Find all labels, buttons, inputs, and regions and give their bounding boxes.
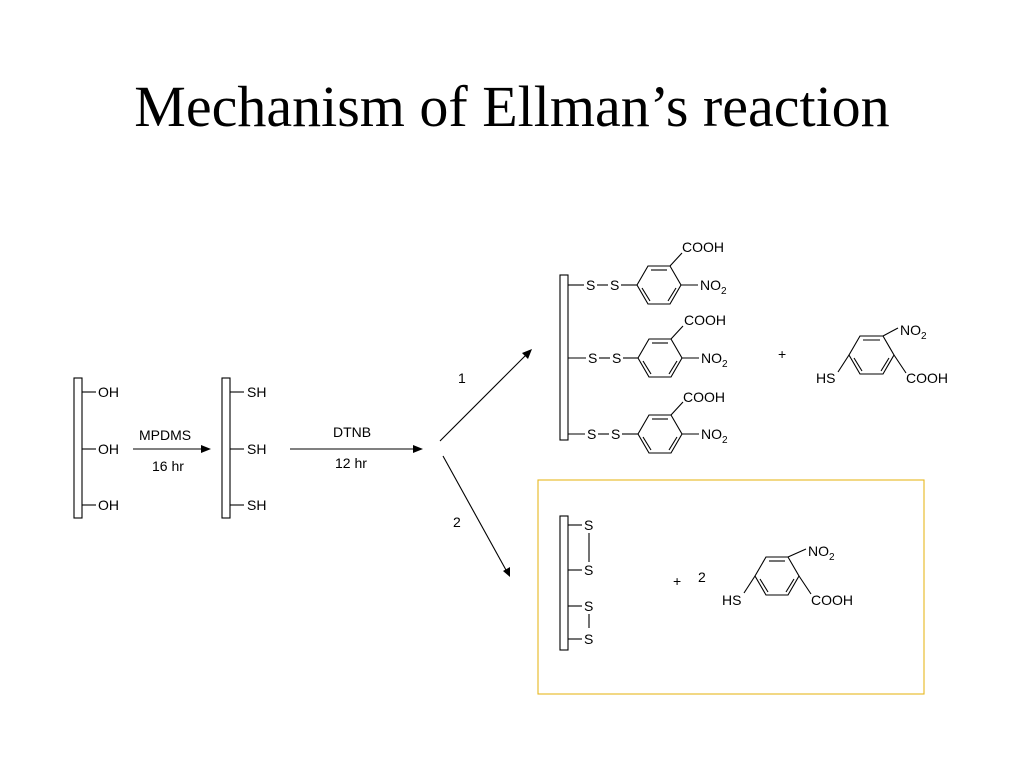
aromatic-bond — [641, 287, 651, 302]
sulfur-label: S — [584, 631, 593, 647]
pathway1-label: 1 — [458, 370, 466, 386]
disulfide-unit: S S COOH NO2 — [568, 239, 727, 305]
pathway2-product: S S S S — [559, 515, 593, 651]
sulfur-label: S — [588, 350, 597, 366]
hydroxyl-label: OH — [98, 384, 119, 400]
carboxyl-label: COOH — [683, 389, 725, 405]
disulfide-unit: S S COOH NO2 — [568, 389, 728, 454]
carboxyl-label: COOH — [811, 592, 853, 608]
step2-arrow: DTNB 12 hr — [290, 424, 423, 471]
sulfur-label: S — [612, 350, 621, 366]
pathway1-byproduct: NO2 HS COOH — [816, 322, 948, 386]
thiol-label: SH — [247, 441, 266, 457]
support-oh: OH OH OH — [73, 377, 119, 519]
arrowhead — [522, 349, 532, 359]
aromatic-bond — [785, 578, 795, 593]
benzene-ring — [636, 265, 682, 305]
hydroxyl-label: OH — [98, 497, 119, 513]
step2-time: 12 hr — [335, 455, 367, 471]
aromatic-bond — [880, 357, 890, 372]
benzene-ring — [637, 338, 683, 378]
slide-title: Mechanism of Ellman’s reaction — [134, 74, 890, 139]
aromatic-bond — [668, 436, 678, 451]
carboxyl-label: COOH — [684, 312, 726, 328]
nitro-label: NO2 — [700, 277, 727, 297]
sulfur-label: S — [610, 277, 619, 293]
pathway2-plus: + — [673, 573, 681, 589]
branch-arrow-2: 2 — [442, 455, 510, 577]
benzene-ring — [848, 335, 895, 375]
arrowhead — [413, 445, 423, 453]
step1-reagent: MPDMS — [139, 427, 191, 443]
carboxyl-label: COOH — [682, 239, 724, 255]
branch-arrow-1: 1 — [439, 349, 532, 442]
step1-arrow: MPDMS 16 hr — [133, 427, 211, 474]
sulfur-label: S — [584, 598, 593, 614]
step2-reagent: DTNB — [333, 424, 371, 440]
carboxyl-label: COOH — [906, 370, 948, 386]
thiol-label: SH — [247, 384, 266, 400]
nitro-label: NO2 — [900, 322, 927, 342]
sulfur-label: S — [586, 277, 595, 293]
aromatic-bond — [642, 360, 652, 375]
sulfur-label: S — [584, 562, 593, 578]
thiol-label: HS — [722, 592, 741, 608]
benzene-ring — [637, 414, 683, 454]
thiol-label: HS — [816, 370, 835, 386]
pathway2-highlight-box — [537, 479, 925, 695]
pathway1-product: S S COOH NO2 S S COOH N — [559, 239, 728, 454]
nitro-label: NO2 — [701, 350, 728, 370]
thiol-label: SH — [247, 497, 266, 513]
support-sh: SH SH SH — [221, 377, 266, 519]
arrowhead — [201, 445, 211, 453]
pathway1-plus: + — [778, 346, 786, 362]
aromatic-bond — [759, 578, 769, 593]
arrowhead — [503, 567, 510, 577]
hydroxyl-label: OH — [98, 441, 119, 457]
sulfur-label: S — [587, 426, 596, 442]
nitro-label: NO2 — [808, 543, 835, 563]
aromatic-bond — [642, 436, 652, 451]
sulfur-label: S — [611, 426, 620, 442]
pathway2-byproduct: NO2 HS COOH — [722, 543, 853, 608]
support-bar — [559, 515, 569, 651]
aromatic-bond — [853, 357, 863, 372]
benzene-ring — [754, 556, 800, 596]
pathway2-label: 2 — [453, 514, 461, 530]
aromatic-bond — [668, 360, 678, 375]
aromatic-bond — [667, 287, 677, 302]
disulfide-unit: S S COOH NO2 — [568, 312, 728, 378]
pathway2-coefficient: 2 — [698, 569, 706, 585]
support-bar — [221, 377, 231, 519]
support-bar — [73, 377, 83, 519]
support-bar — [559, 274, 569, 441]
nitro-label: NO2 — [701, 426, 728, 446]
step1-time: 16 hr — [152, 458, 184, 474]
sulfur-label: S — [584, 517, 593, 533]
